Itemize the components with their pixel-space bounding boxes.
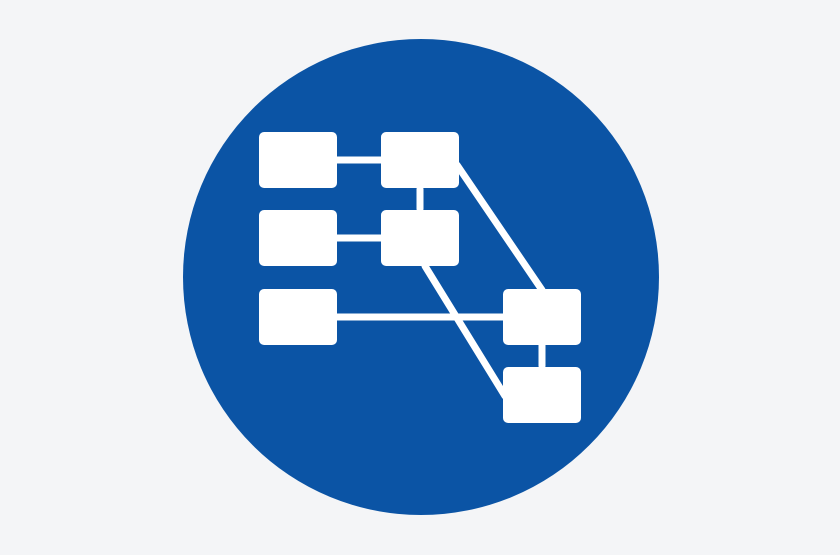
diagram-nodes: [259, 132, 581, 423]
diagram-node: [259, 210, 337, 266]
connector-line: [421, 262, 509, 400]
connector-line: [453, 161, 546, 294]
diagram-connectors: [332, 156, 546, 400]
diagram-node: [503, 289, 581, 345]
circle-background: [183, 39, 659, 515]
diagram-node: [259, 132, 337, 188]
diagram-node: [503, 367, 581, 423]
diagram-node: [381, 210, 459, 266]
diagram-node: [259, 289, 337, 345]
diagram-node: [381, 132, 459, 188]
